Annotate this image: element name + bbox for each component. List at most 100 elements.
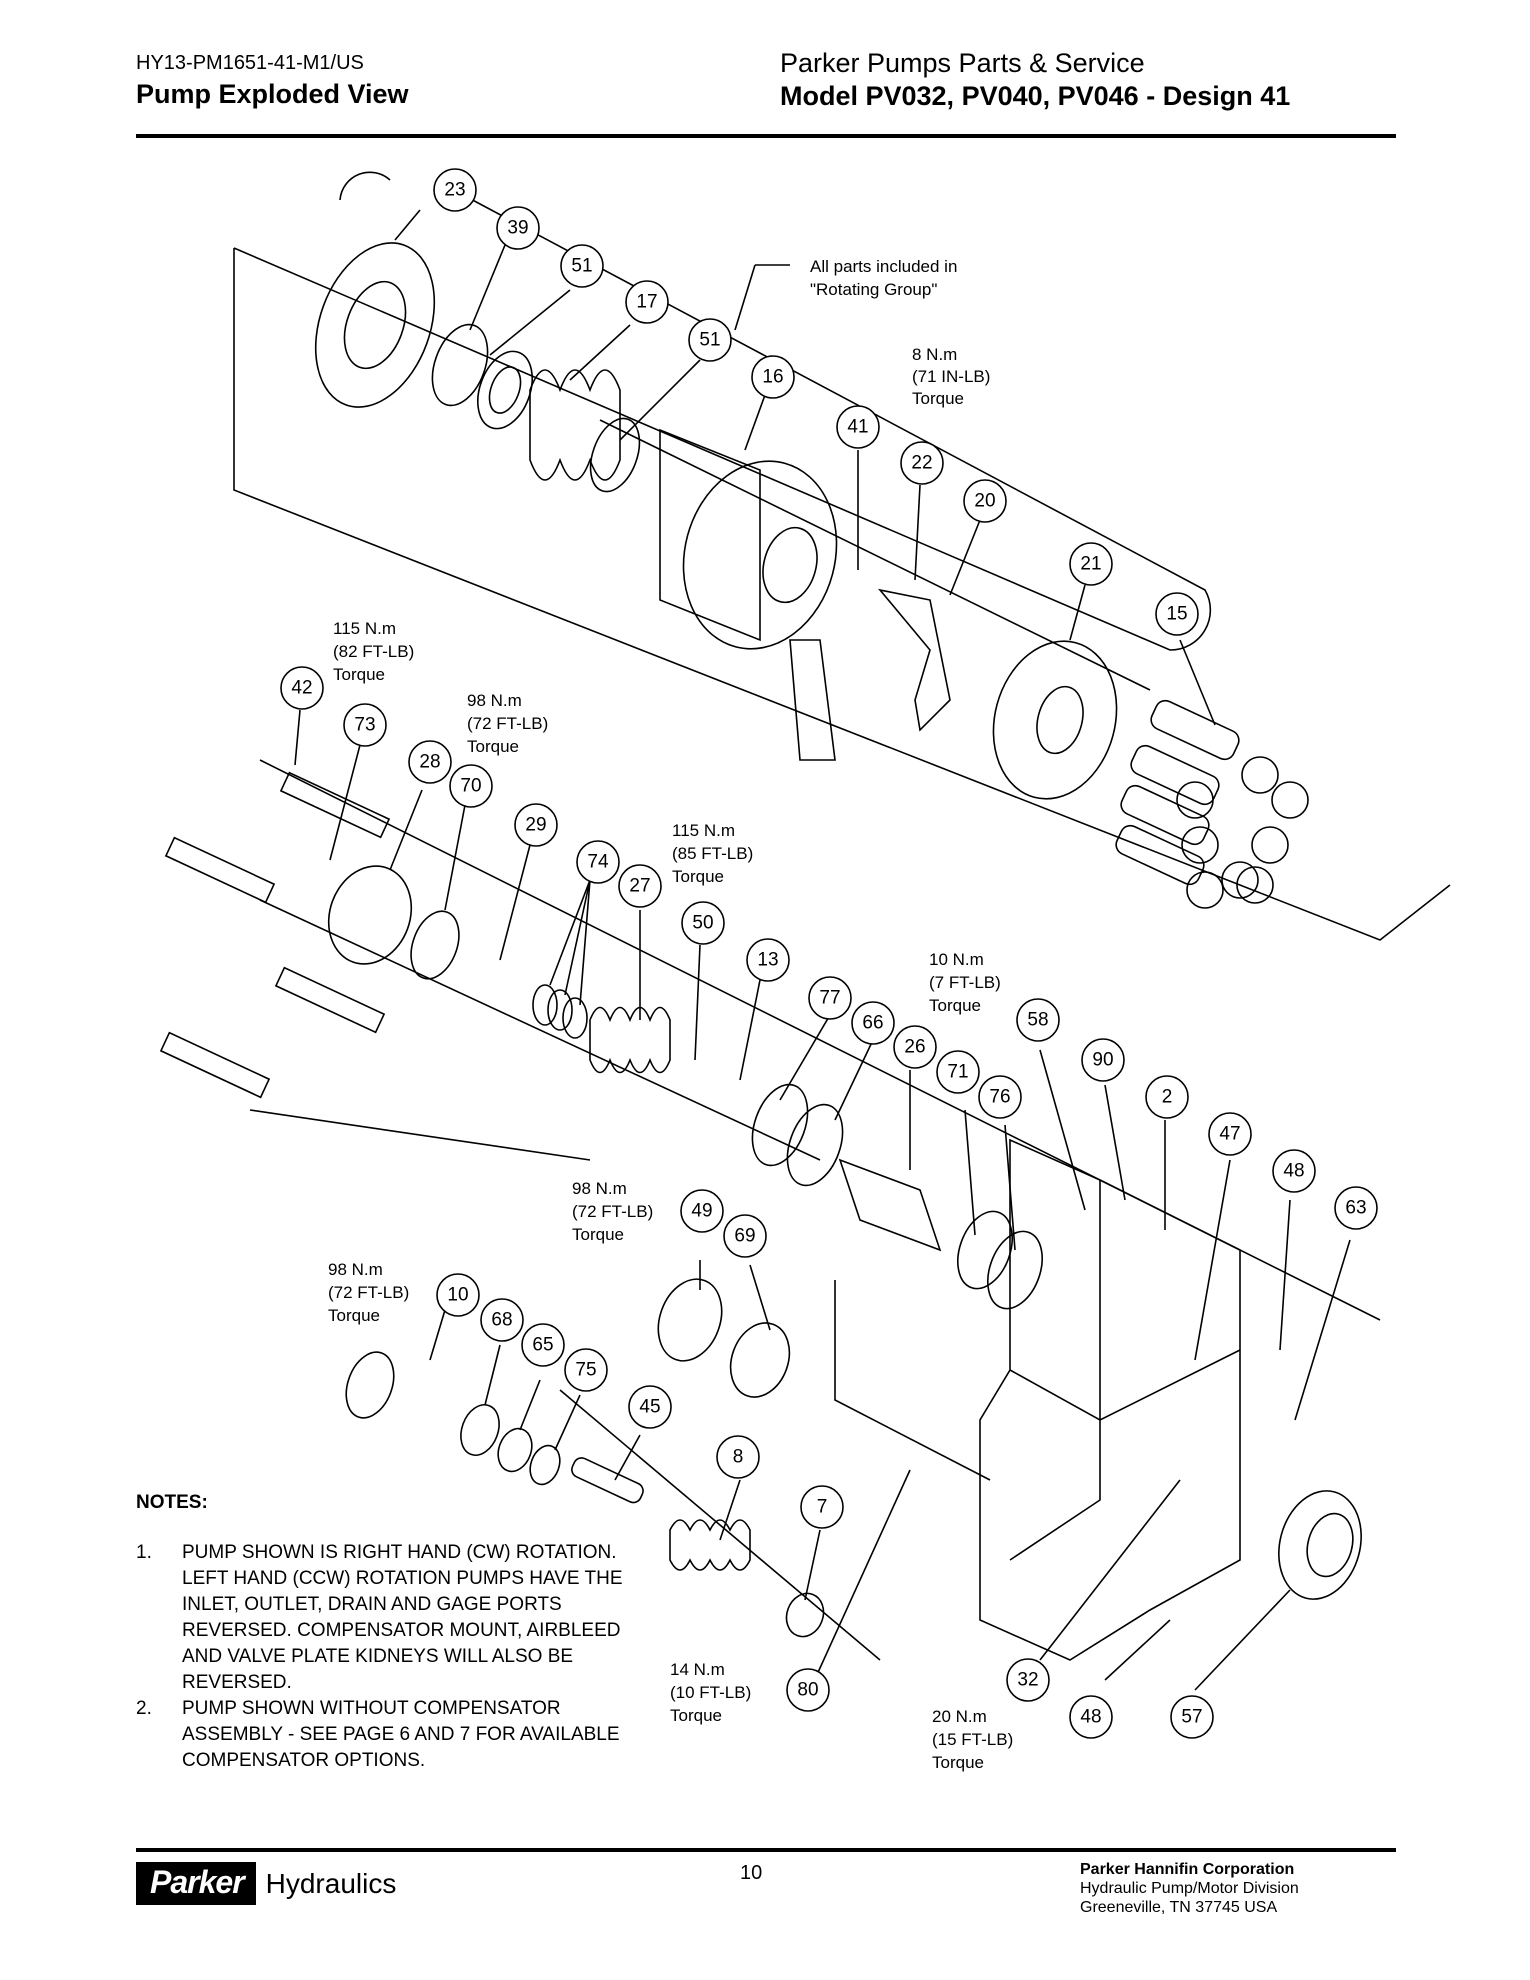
callout-76: 76 [978, 1075, 1022, 1119]
svg-text:58: 58 [1027, 1010, 1048, 1031]
torque-42: 115 N.m (82 FT-LB) Torque [333, 619, 414, 684]
callout-48: 48 [1069, 1695, 1113, 1739]
note-number: 1. [136, 1542, 152, 1563]
svg-text:17: 17 [636, 292, 657, 313]
valve-plate-shape [314, 242, 436, 408]
note-item: 1. PUMP SHOWN IS RIGHT HAND (CW) ROTATIO… [136, 1540, 656, 1696]
svg-text:21: 21 [1080, 554, 1101, 575]
svg-text:63: 63 [1345, 1198, 1366, 1219]
callout-51: 51 [688, 318, 732, 362]
callout-57: 57 [1170, 1695, 1214, 1739]
svg-text:98 N.m: 98 N.m [467, 691, 522, 710]
callout-50: 50 [681, 901, 725, 945]
note-number: 2. [136, 1698, 152, 1719]
document-code: HY13-PM1651-41-M1/US [136, 52, 364, 74]
address: Greeneville, TN 37745 USA [1080, 1899, 1278, 1916]
callout-65: 65 [521, 1323, 565, 1367]
header-left: HY13-PM1651-41-M1/US Pump Exploded View [136, 52, 409, 110]
header-rule [136, 134, 1396, 138]
callout-73: 73 [343, 703, 387, 747]
svg-text:(15 FT-LB): (15 FT-LB) [932, 1730, 1013, 1749]
callout-7: 7 [800, 1485, 844, 1529]
logo-subtitle: Hydraulics [265, 1867, 397, 1899]
notes-section: NOTES: 1. PUMP SHOWN IS RIGHT HAND (CW) … [136, 1490, 656, 1774]
svg-text:(72 FT-LB): (72 FT-LB) [572, 1202, 653, 1221]
callout-26: 26 [893, 1025, 937, 1069]
model-title: Model PV032, PV040, PV046 - Design 41 [780, 81, 1291, 111]
logo-mark: Parker [136, 1862, 256, 1905]
svg-text:27: 27 [629, 876, 650, 897]
notes-title: NOTES: [136, 1492, 208, 1513]
callout-22: 22 [900, 441, 944, 485]
svg-text:13: 13 [757, 950, 778, 971]
svg-text:2: 2 [1162, 1087, 1173, 1108]
torque-32: 20 N.m (15 FT-LB) Torque [932, 1707, 1013, 1772]
svg-text:10 N.m: 10 N.m [929, 950, 984, 969]
svg-text:98 N.m: 98 N.m [572, 1179, 627, 1198]
callout-69: 69 [723, 1214, 767, 1258]
svg-text:48: 48 [1283, 1161, 1304, 1182]
svg-text:(7 FT-LB): (7 FT-LB) [929, 973, 1001, 992]
svg-text:Torque: Torque [672, 867, 724, 886]
callout-42: 42 [280, 666, 324, 710]
rotating-group-band [233, 187, 1212, 651]
division-name: Hydraulic Pump/Motor Division [1080, 1880, 1299, 1897]
callout-48: 48 [1272, 1149, 1316, 1193]
bearing [1278, 1490, 1362, 1600]
svg-text:14 N.m: 14 N.m [670, 1660, 725, 1679]
svg-text:8 N.m: 8 N.m [912, 345, 957, 364]
svg-text:115 N.m: 115 N.m [672, 821, 735, 840]
svg-text:90: 90 [1092, 1050, 1113, 1071]
callout-8: 8 [716, 1435, 760, 1479]
header-right: Parker Pumps Parts & Service Model PV032… [780, 48, 1290, 112]
svg-text:(82 FT-LB): (82 FT-LB) [333, 642, 414, 661]
callout-27: 27 [618, 864, 662, 908]
svg-text:29: 29 [525, 815, 546, 836]
svg-text:75: 75 [575, 1360, 596, 1381]
svg-text:47: 47 [1219, 1124, 1240, 1145]
svg-text:98 N.m: 98 N.m [328, 1260, 383, 1279]
svg-text:51: 51 [699, 330, 720, 351]
svg-text:80: 80 [797, 1680, 818, 1701]
svg-text:20: 20 [974, 491, 995, 512]
callout-21: 21 [1069, 542, 1113, 586]
callout-2: 2 [1145, 1075, 1189, 1119]
callout-80: 80 [786, 1668, 830, 1712]
callout-17: 17 [625, 280, 669, 324]
svg-text:73: 73 [354, 715, 375, 736]
callout-90: 90 [1081, 1038, 1125, 1082]
series-title: Parker Pumps Parts & Service [780, 48, 1145, 78]
callout-29: 29 [514, 803, 558, 847]
svg-text:23: 23 [444, 180, 465, 201]
rotating-group-note-line1: All parts included in [810, 257, 957, 276]
svg-text:57: 57 [1181, 1707, 1202, 1728]
note-text: PUMP SHOWN IS RIGHT HAND (CW) ROTATION. … [182, 1542, 623, 1693]
rotating-group-bracket [233, 248, 1451, 941]
svg-text:39: 39 [507, 218, 528, 239]
corporation-block: Parker Hannifin Corporation Hydraulic Pu… [1080, 1860, 1299, 1917]
svg-text:77: 77 [819, 988, 840, 1009]
svg-text:41: 41 [847, 417, 868, 438]
callout-74: 74 [576, 840, 620, 884]
svg-text:32: 32 [1017, 1670, 1038, 1691]
callout-68: 68 [480, 1298, 524, 1342]
callout-41: 41 [836, 405, 880, 449]
svg-text:(71 IN-LB): (71 IN-LB) [912, 367, 990, 386]
svg-text:Torque: Torque [932, 1753, 984, 1772]
callout-28: 28 [408, 740, 452, 784]
svg-text:22: 22 [911, 453, 932, 474]
svg-text:71: 71 [947, 1062, 968, 1083]
rotating-group-note-line2: "Rotating Group" [810, 280, 937, 299]
parker-logo: Parker Hydraulics [136, 1862, 396, 1905]
callout-75: 75 [564, 1348, 608, 1392]
svg-text:Torque: Torque [467, 737, 519, 756]
pump-housing [979, 1138, 1241, 1661]
note-item: 2. PUMP SHOWN WITHOUT COMPENSATOR ASSEMB… [136, 1696, 656, 1774]
torque-49: 98 N.m (72 FT-LB) Torque [572, 1179, 653, 1244]
svg-text:Torque: Torque [670, 1706, 722, 1725]
callout-45: 45 [628, 1385, 672, 1429]
torque-41: 8 N.m (71 IN-LB) Torque [912, 345, 990, 408]
callout-10: 10 [436, 1273, 480, 1317]
torque-80: 14 N.m (10 FT-LB) Torque [670, 1660, 751, 1725]
